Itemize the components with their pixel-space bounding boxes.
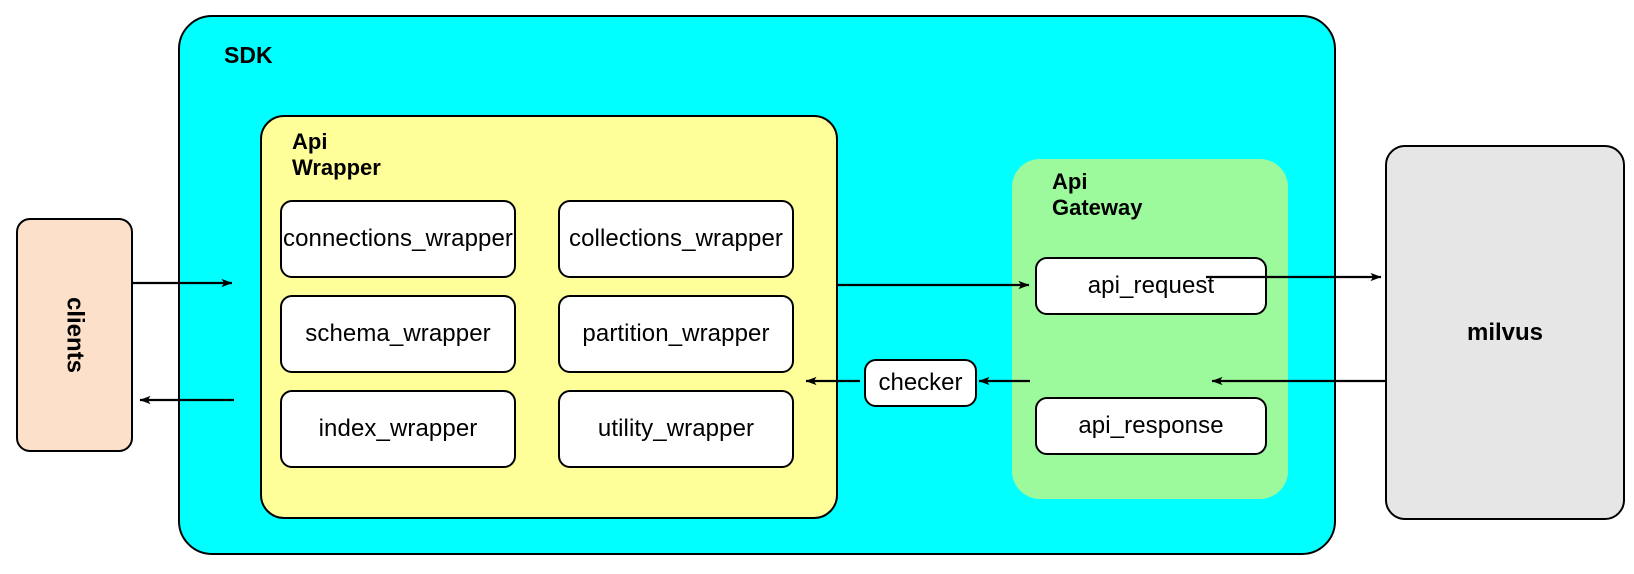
clients-node[interactable]: clients [16, 218, 133, 452]
api-gateway-title: Api Gateway [1052, 169, 1143, 220]
api-wrapper-container[interactable]: Api Wrapper connections_wrapper collecti… [260, 115, 838, 519]
clients-label: clients [61, 296, 89, 374]
module-api-request[interactable]: api_request [1035, 257, 1267, 315]
api-wrapper-title: Api Wrapper [292, 129, 381, 180]
module-connections-wrapper[interactable]: connections_wrapper [280, 200, 516, 278]
module-index-wrapper[interactable]: index_wrapper [280, 390, 516, 468]
module-partition-wrapper[interactable]: partition_wrapper [558, 295, 794, 373]
module-schema-wrapper[interactable]: schema_wrapper [280, 295, 516, 373]
sdk-container[interactable]: SDK Api Wrapper connections_wrapper coll… [178, 15, 1336, 555]
sdk-title: SDK [224, 42, 273, 68]
api-gateway-container[interactable]: Api Gateway api_request api_response [1012, 159, 1288, 499]
milvus-node[interactable]: milvus [1385, 145, 1625, 520]
module-collections-wrapper[interactable]: collections_wrapper [558, 200, 794, 278]
module-api-response[interactable]: api_response [1035, 397, 1267, 455]
module-utility-wrapper[interactable]: utility_wrapper [558, 390, 794, 468]
checker-node[interactable]: checker [864, 359, 977, 407]
